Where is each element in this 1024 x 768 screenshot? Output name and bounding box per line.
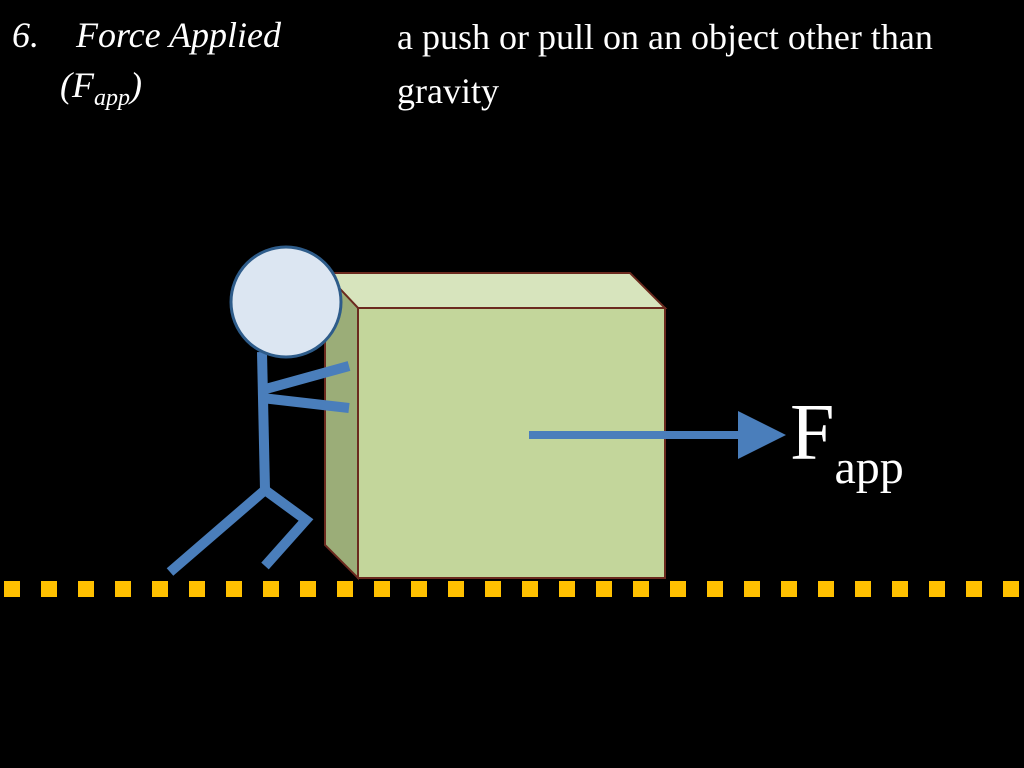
term-symbol-subscript: app (93, 85, 130, 111)
stick-figure-body (257, 351, 270, 491)
term-heading: 6. Force Applied (Fapp) (12, 10, 382, 110)
stick-figure-upper-arm (260, 361, 351, 395)
stick-figure-head (229, 245, 343, 359)
force-label-subscript: app (834, 441, 904, 494)
term-symbol-open: (F (60, 65, 94, 105)
stick-figure-back-leg (166, 486, 269, 576)
force-arrow-head (738, 411, 786, 459)
force-label: Fapp (790, 388, 904, 494)
term-symbol-close: ) (129, 65, 142, 105)
force-label-main: F (790, 389, 835, 477)
term-number: 6. (12, 15, 39, 55)
term-symbol: (Fapp) (12, 60, 382, 110)
term-definition: a push or pull on an object other than g… (397, 17, 933, 111)
stick-figure-front-leg (261, 485, 314, 570)
stick-figure (166, 351, 351, 576)
box-front-face (357, 307, 666, 579)
term-name: Force Applied (76, 15, 281, 55)
box-top-face (322, 272, 668, 309)
stick-figure-lower-arm (261, 393, 350, 413)
